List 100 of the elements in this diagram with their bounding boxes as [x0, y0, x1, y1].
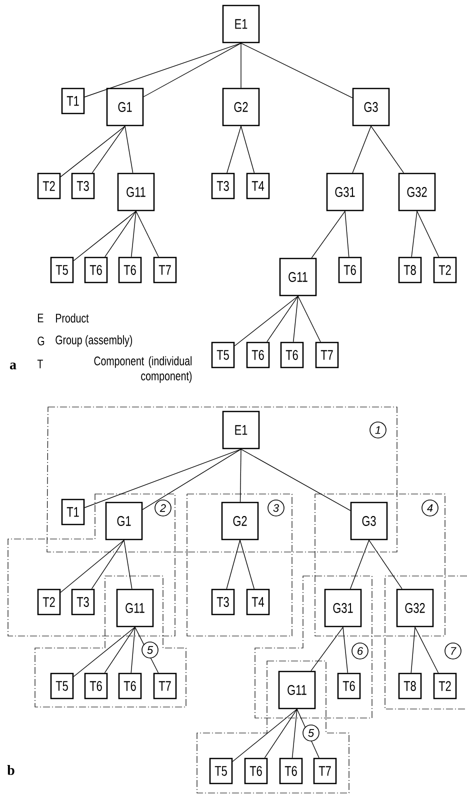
connector-line — [60, 126, 126, 178]
callout-number: 5 — [302, 724, 320, 742]
component-box: T7 — [153, 256, 177, 284]
component-box: T2 — [433, 256, 457, 284]
callout-number: 2 — [154, 500, 172, 516]
panel-letter: b — [7, 765, 14, 775]
legend-text: Product — [56, 313, 89, 323]
connector-line — [91, 540, 124, 590]
component-box: T4 — [246, 172, 270, 200]
legend-letter: G — [38, 336, 44, 346]
connector-line — [240, 540, 255, 590]
callout-number: 4 — [422, 500, 438, 516]
connector-line — [104, 626, 136, 674]
connector-line — [410, 626, 416, 674]
component-box: T8 — [398, 672, 422, 700]
connector-line — [84, 42, 242, 98]
connector-line — [234, 296, 298, 346]
component-box: T3 — [71, 172, 95, 200]
connector-line — [370, 126, 404, 174]
connector-line — [240, 126, 255, 174]
connector-line — [368, 540, 402, 590]
component-box: T7 — [153, 672, 177, 700]
callout-number: 5 — [142, 642, 158, 658]
assembly-box: G32 — [398, 172, 436, 212]
component-box: T6 — [118, 672, 142, 700]
component-box: T7 — [315, 342, 339, 368]
component-box: T6 — [118, 256, 142, 284]
component-box: T6 — [84, 256, 108, 284]
component-box: T5 — [50, 256, 74, 284]
connector-line — [84, 448, 242, 508]
connector-line — [226, 126, 242, 174]
connector-line — [104, 210, 136, 258]
component-box: T2 — [37, 588, 61, 616]
assembly-box: G11 — [117, 172, 155, 212]
component-box: T2 — [433, 672, 457, 700]
connector-line — [298, 296, 321, 342]
component-box: T2 — [37, 172, 61, 200]
connector-line — [344, 210, 350, 258]
connector-line — [124, 126, 134, 174]
legend-letter: E — [38, 314, 44, 322]
connector-line — [130, 626, 136, 674]
component-box: T3 — [211, 588, 235, 616]
component-box: T1 — [61, 88, 85, 114]
callout-number: 6 — [352, 642, 368, 660]
assembly-box: G31 — [324, 588, 362, 628]
assembly-box: G3 — [352, 88, 390, 126]
assembly-box: G2 — [221, 502, 259, 540]
connector-line — [311, 210, 346, 258]
connector-line — [342, 626, 348, 674]
assembly-box: G3 — [350, 502, 388, 540]
assembly-box: G11 — [279, 258, 317, 296]
component-box: T6 — [338, 256, 362, 284]
connector-line — [350, 540, 370, 590]
connector-line — [226, 540, 240, 590]
component-box: T5 — [209, 758, 233, 784]
assembly-box: G11 — [278, 670, 316, 710]
connector-line — [232, 708, 298, 762]
component-box: T6 — [337, 672, 361, 700]
connector-line — [73, 626, 136, 677]
component-box: T6 — [244, 758, 268, 784]
legend-text: Component (individual component) — [94, 356, 192, 383]
component-box: T7 — [313, 758, 337, 784]
assembly-box: G11 — [116, 588, 154, 628]
connector-line — [240, 42, 242, 88]
component-box: T1 — [61, 498, 85, 526]
panel-letter: a — [10, 362, 16, 370]
assembly-box: E1 — [222, 410, 260, 450]
connector-line — [143, 42, 242, 98]
assembly-box: G2 — [222, 88, 260, 126]
callout-number: 1 — [370, 422, 386, 438]
component-box: T5 — [50, 672, 74, 700]
connector-line — [60, 540, 124, 593]
component-box: T6 — [280, 342, 304, 368]
callout-number: 3 — [268, 500, 284, 516]
connector-line — [292, 708, 298, 758]
connector-line — [92, 126, 126, 174]
connector-line — [142, 448, 242, 510]
assembly-box: E1 — [222, 4, 260, 44]
connector-line — [416, 210, 440, 258]
connector-line — [310, 626, 344, 672]
connector-line — [266, 296, 298, 342]
connector-line — [124, 540, 132, 590]
component-box: T6 — [84, 672, 108, 700]
connector-line — [131, 210, 136, 258]
legend-letter: T — [37, 360, 43, 368]
component-box: T3 — [211, 172, 235, 200]
connector-line — [73, 210, 136, 262]
component-box: T3 — [71, 588, 95, 616]
connector-line — [414, 626, 439, 674]
component-box: T5 — [211, 342, 235, 368]
connector-line — [240, 42, 353, 98]
component-box: T6 — [279, 758, 303, 784]
callout-number: 7 — [444, 642, 462, 660]
connector-line — [136, 210, 159, 258]
connector-line — [240, 448, 351, 511]
connector-line — [134, 626, 159, 674]
component-box: T8 — [398, 256, 422, 284]
legend-text: Group (assembly) — [56, 335, 132, 347]
component-box: T6 — [246, 342, 270, 368]
assembly-box: G1 — [106, 88, 144, 126]
